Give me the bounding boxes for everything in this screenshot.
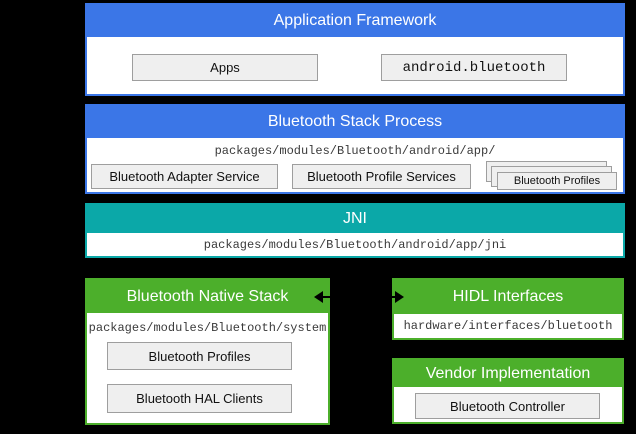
- path-label: packages/modules/Bluetooth/android/app/: [214, 144, 496, 158]
- section-title: Bluetooth Stack Process: [87, 106, 623, 138]
- bluetooth-adapter-service-box: Bluetooth Adapter Service: [91, 164, 278, 189]
- native-hidl-bidirectional-arrow: [314, 291, 404, 303]
- apps-box: Apps: [132, 54, 318, 81]
- section-title: JNI: [87, 205, 623, 233]
- bluetooth-profiles-box: Bluetooth Profiles: [107, 342, 292, 370]
- section-bluetooth-stack-process: Bluetooth Stack Process packages/modules…: [85, 104, 625, 194]
- section-title: Vendor Implementation: [394, 360, 622, 387]
- section-title: Bluetooth Native Stack: [87, 280, 328, 313]
- path-label: packages/modules/Bluetooth/android/app/j…: [203, 238, 507, 252]
- android-bluetooth-api-box: android.bluetooth: [381, 54, 567, 81]
- section-bluetooth-native-stack: Bluetooth Native Stack packages/modules/…: [85, 278, 330, 425]
- path-label: packages/modules/Bluetooth/system: [88, 321, 327, 335]
- section-jni: JNI packages/modules/Bluetooth/android/a…: [85, 203, 625, 258]
- arrowhead-left-icon: [314, 291, 323, 303]
- arrowhead-right-icon: [395, 291, 404, 303]
- section-title: Application Framework: [87, 5, 623, 37]
- path-label: hardware/interfaces/bluetooth: [403, 319, 613, 333]
- section-application-framework: Application Framework Apps android.bluet…: [85, 3, 625, 96]
- arrow-shaft: [321, 296, 397, 298]
- bluetooth-hal-clients-box: Bluetooth HAL Clients: [107, 384, 292, 413]
- section-vendor-implementation: Vendor Implementation Bluetooth Controll…: [392, 358, 624, 424]
- section-title: HIDL Interfaces: [394, 280, 622, 314]
- section-hidl-interfaces: HIDL Interfaces hardware/interfaces/blue…: [392, 278, 624, 340]
- bluetooth-profiles-stack-box: Bluetooth Profiles: [497, 172, 617, 190]
- bluetooth-controller-box: Bluetooth Controller: [415, 393, 600, 419]
- bluetooth-profile-services-box: Bluetooth Profile Services: [292, 164, 471, 189]
